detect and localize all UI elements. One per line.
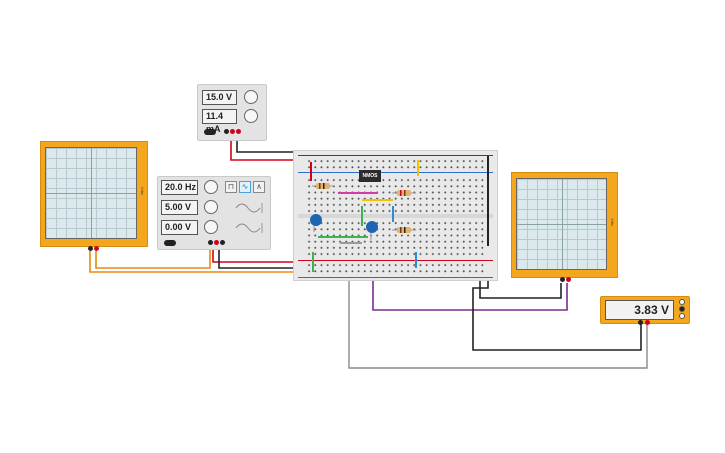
scope-left-terminal-red[interactable] (94, 246, 99, 251)
fgen-terminal-black[interactable] (208, 240, 213, 245)
fgen-terminal-black-2[interactable] (220, 240, 225, 245)
resistor-2 (392, 190, 416, 196)
offset-sine-icon (235, 223, 263, 233)
bottom-rail-red-line (298, 260, 493, 261)
multimeter-mode-buttons[interactable] (679, 299, 686, 321)
scope-right-terminal-black[interactable] (560, 277, 565, 282)
multimeter-terminal-black[interactable] (638, 320, 643, 325)
multimeter-display: 3.83 V (605, 300, 674, 320)
fgen-amplitude-display: 5.00 V (161, 200, 198, 215)
multimeter-mode-button-2[interactable] (679, 306, 685, 312)
top-rail-blue-line (298, 172, 493, 173)
fgen-terminal-red[interactable] (214, 240, 219, 245)
capacitor-2 (366, 221, 378, 240)
oscilloscope-left-screen (45, 147, 137, 239)
square-wave-button[interactable]: ⊓ (225, 181, 237, 193)
psu-voltage-knob[interactable] (244, 90, 258, 104)
oscilloscope-right-screen (516, 178, 607, 270)
fgen-offset-knob[interactable] (204, 220, 218, 234)
function-generator[interactable]: 20.0 Hz 5.00 V 0.00 V ⊓ ∿ ∧ (157, 176, 271, 250)
capacitor-1 (310, 214, 322, 232)
nmos-transistor[interactable]: NMOS (359, 170, 381, 182)
center-channel (298, 214, 493, 218)
resistor-3 (392, 227, 416, 233)
scope-left-wire-1 (89, 251, 302, 273)
dc-power-supply[interactable]: 15.0 V 11.4 mA (197, 84, 267, 141)
scope-right-terminal-red[interactable] (566, 277, 571, 282)
dmm-gray-wire (348, 246, 648, 369)
upper-terminal-strip[interactable] (306, 177, 486, 213)
multimeter-terminal-red[interactable] (645, 320, 650, 325)
psu-terminal-red-2[interactable] (236, 129, 241, 134)
psu-red-wire (230, 133, 302, 161)
fgen-amplitude-knob[interactable] (204, 200, 218, 214)
fgen-offset-display: 0.00 V (161, 220, 198, 235)
psu-terminal-red[interactable] (230, 129, 235, 134)
amplitude-sine-icon (235, 203, 263, 213)
oscilloscope-left-label: Vdiv (140, 187, 145, 195)
fgen-frequency-display: 20.0 Hz (161, 180, 198, 195)
psu-power-toggle[interactable] (204, 129, 216, 135)
oscilloscope-left[interactable]: Vdiv (40, 141, 148, 251)
triangle-wave-button[interactable]: ∧ (253, 181, 265, 193)
multimeter-mode-button-1[interactable] (679, 299, 685, 305)
resistor-1 (312, 183, 334, 189)
scope-left-wire-2 (95, 246, 211, 269)
top-rail-red-line (298, 155, 493, 156)
bottom-rail-blue-line (298, 277, 493, 278)
fgen-black-wire (218, 243, 302, 269)
fgen-power-toggle[interactable] (164, 240, 176, 246)
psu-voltage-display: 15.0 V (202, 90, 237, 105)
multimeter-mode-button-3[interactable] (679, 313, 685, 319)
psu-terminal-black[interactable] (224, 129, 229, 134)
sine-wave-button[interactable]: ∿ (239, 181, 251, 193)
top-power-rail[interactable] (306, 158, 486, 170)
scope-left-terminal-black[interactable] (88, 246, 93, 251)
bottom-power-rail[interactable] (306, 262, 486, 274)
psu-current-knob[interactable] (244, 109, 258, 123)
fgen-frequency-knob[interactable] (204, 180, 218, 194)
oscilloscope-right[interactable]: Vdiv (511, 172, 618, 282)
oscilloscope-right-label: Vdiv (610, 218, 615, 226)
